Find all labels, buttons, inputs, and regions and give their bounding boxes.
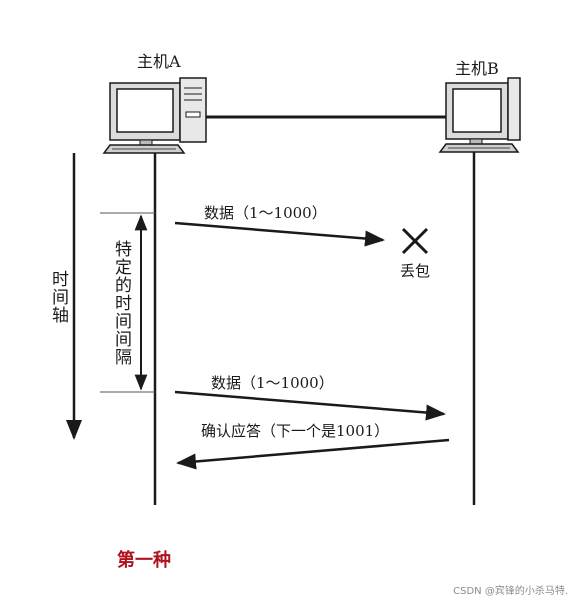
computer-a-icon — [102, 77, 207, 154]
host-b-label: 主机B — [455, 59, 499, 78]
message-arrow-2 — [174, 390, 446, 421]
message-arrow-3 — [176, 438, 450, 470]
host-a-label: 主机A — [137, 52, 181, 71]
packet-loss-label: 丢包 — [400, 262, 431, 280]
message-label-2: 数据（1～1000） — [211, 374, 334, 392]
time-axis-label: 时间轴 — [48, 270, 68, 324]
interval-label: 特定的时间间隔 — [111, 240, 131, 366]
computer-b-icon — [438, 77, 521, 153]
caption: 第一种 — [117, 550, 171, 571]
interval-bracket — [100, 212, 155, 393]
x-icon — [401, 227, 429, 255]
watermark: CSDN @宾锋的小杀马特. — [453, 586, 568, 597]
message-arrow-1 — [174, 221, 385, 247]
message-label-1: 数据（1～1000） — [204, 204, 327, 222]
message-label-3: 确认应答（下一个是1001） — [201, 422, 390, 440]
